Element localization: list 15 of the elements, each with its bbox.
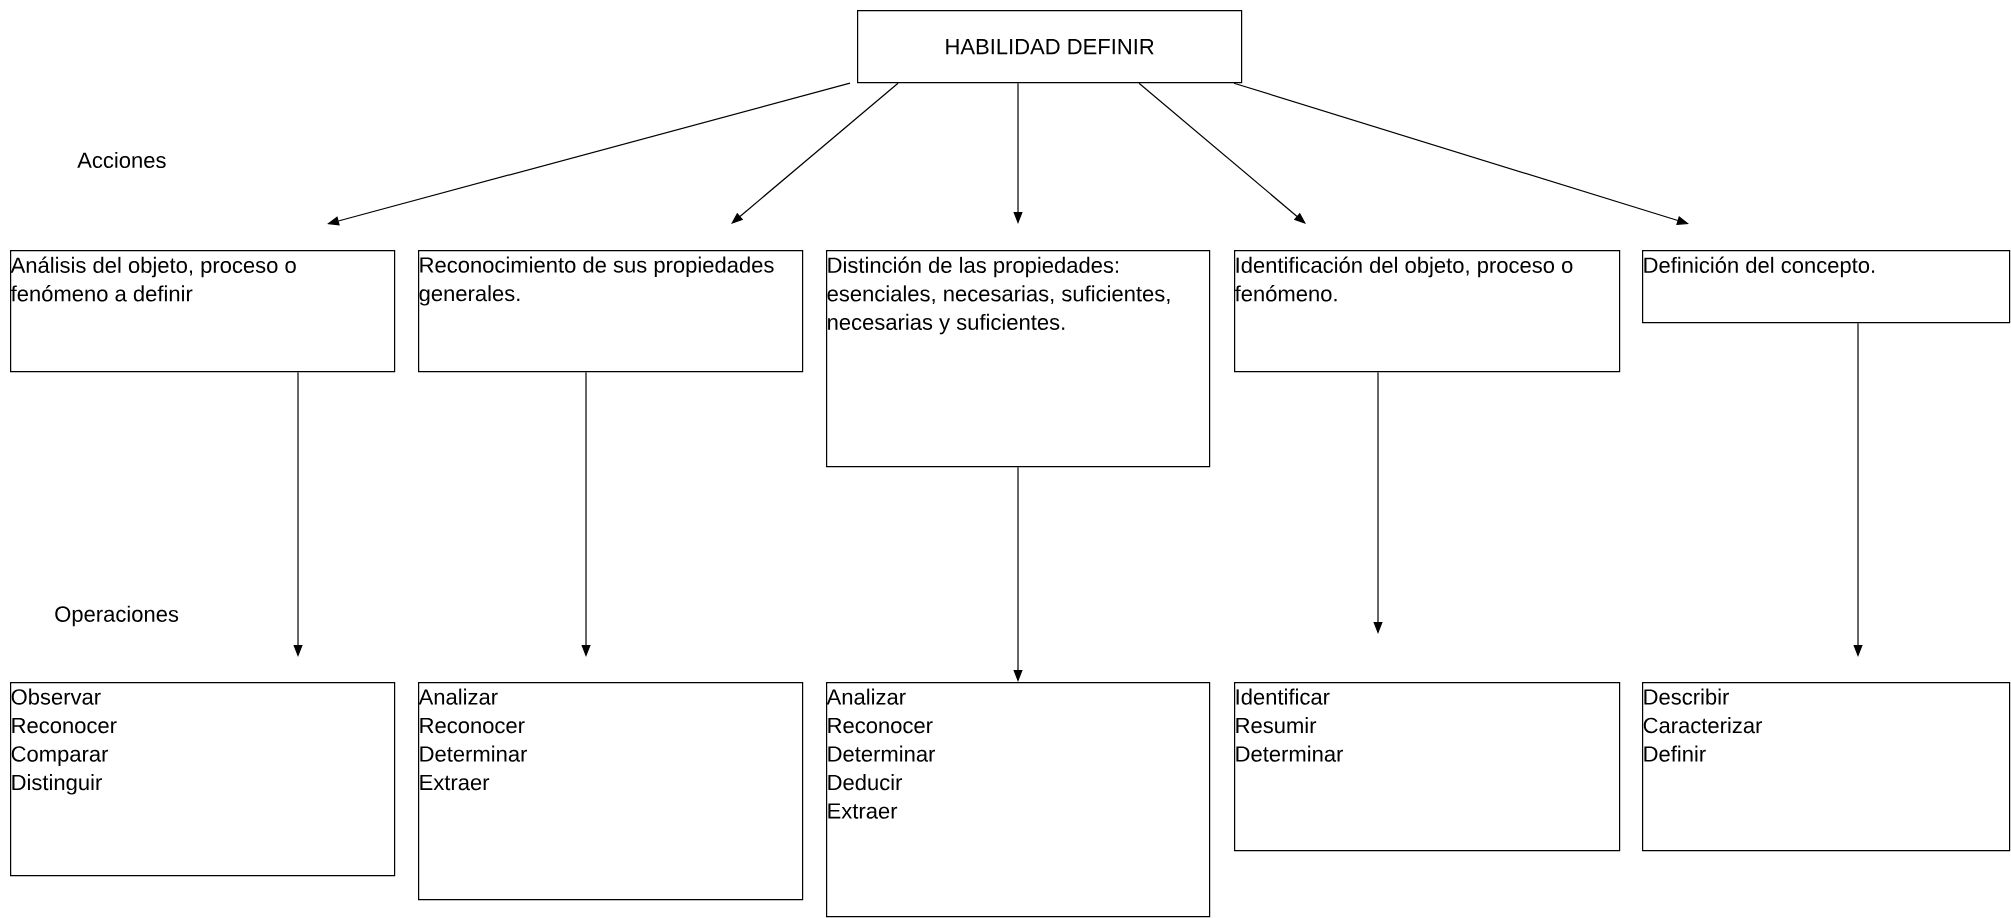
operation-box: Observar Reconocer Comparar Distinguir bbox=[10, 682, 396, 877]
row-label: Acciones bbox=[77, 151, 166, 169]
action-box: Distinción de las propiedades: esenciales, necesarias, suficientes, necesarias y suficientes. bbox=[826, 250, 1211, 468]
operation-box: Analizar Reconocer Determinar Deducir Extraer bbox=[826, 682, 1211, 918]
action-box: Definición del concepto. bbox=[1642, 250, 2011, 324]
row-label: Operaciones bbox=[55, 605, 179, 627]
operation-box: Describir Caracterizar Definir bbox=[1642, 682, 2011, 852]
action-box: Identificación del objeto, proceso o fenómeno. bbox=[1234, 250, 1621, 373]
arrow bbox=[1138, 82, 1306, 224]
action-box: Análisis del objeto, proceso o fenómeno a definir bbox=[10, 250, 396, 373]
arrow bbox=[731, 82, 899, 224]
operation-box: Analizar Reconocer Determinar Extraer bbox=[418, 682, 804, 901]
action-box: Reconocimiento de sus propiedades generales. bbox=[418, 250, 804, 373]
operation-box: Identificar Resumir Determinar bbox=[1234, 682, 1621, 852]
skill-box: HABILIDAD DEFINIR bbox=[857, 10, 1243, 84]
